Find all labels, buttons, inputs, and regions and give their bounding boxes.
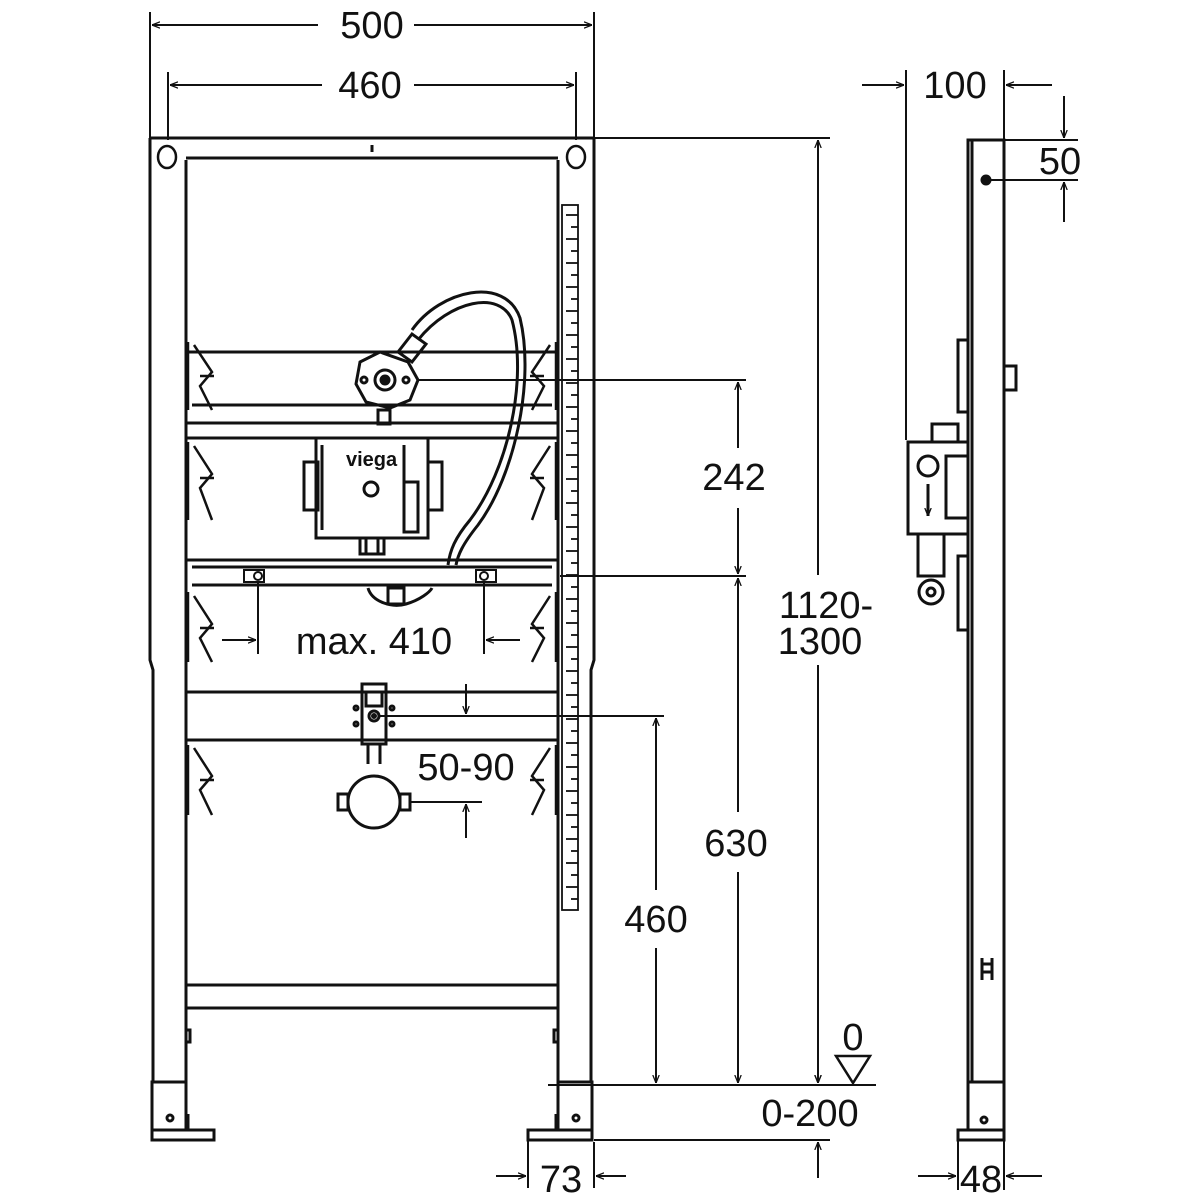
dim-floor-level: 0 xyxy=(842,1017,863,1059)
top-mounting-holes xyxy=(156,144,587,170)
rail-slots xyxy=(243,569,497,583)
dim-upright-spacing: 460 xyxy=(338,65,401,107)
dim-50-90-lines xyxy=(410,684,482,838)
supply-fitting xyxy=(354,350,420,426)
side-foot xyxy=(956,1080,1006,1142)
extension-lines xyxy=(380,137,876,1141)
dim-drain-spacing: max. 410 xyxy=(296,621,452,663)
dim-50-lines xyxy=(990,96,1078,222)
dim-supply-height: 630 xyxy=(704,823,767,865)
brand-label: viega xyxy=(346,449,398,471)
dim-side-top-hole: 50 xyxy=(1039,141,1081,183)
supply-hose xyxy=(395,290,527,566)
front-view: viega xyxy=(148,12,876,1188)
dim-73-lines xyxy=(496,1130,626,1188)
dim-side-foot-depth: 48 xyxy=(960,1159,1002,1200)
dim-outlet-height: 460 xyxy=(624,899,687,941)
frame-feet xyxy=(150,1028,594,1142)
dim-total-height-line2: 1300 xyxy=(778,621,863,663)
height-scale xyxy=(561,204,579,911)
right-clamps xyxy=(530,342,558,816)
flush-valve-box xyxy=(302,436,444,607)
side-view xyxy=(862,70,1078,1190)
dim-foot-width: 73 xyxy=(540,1159,582,1200)
side-upright xyxy=(956,138,1018,1084)
left-clamps xyxy=(186,342,214,816)
dim-drain-range: 50-90 xyxy=(417,747,514,789)
cross-members xyxy=(186,350,558,742)
dim-max410-lines xyxy=(222,582,520,654)
dim-supply-offset: 242 xyxy=(702,457,765,499)
side-valve-body xyxy=(906,422,970,606)
dim-side-depth: 100 xyxy=(923,65,986,107)
floor-level-symbol xyxy=(833,1054,873,1086)
dimension-labels: 500 460 242 1120- 1300 max. 410 50-90 63… xyxy=(296,5,1081,1200)
waste-bracket xyxy=(336,682,412,830)
dim-100-lines xyxy=(862,70,1052,440)
dim-500-lines xyxy=(149,12,595,140)
dim-460-top-lines xyxy=(167,72,577,140)
dim-foot-range: 0-200 xyxy=(761,1093,858,1135)
dim-overall-width: 500 xyxy=(340,5,403,47)
frame-uprights xyxy=(148,136,596,1084)
dim-48-lines xyxy=(918,1140,1042,1190)
dim-total-height-line1: 1120- xyxy=(779,585,873,627)
